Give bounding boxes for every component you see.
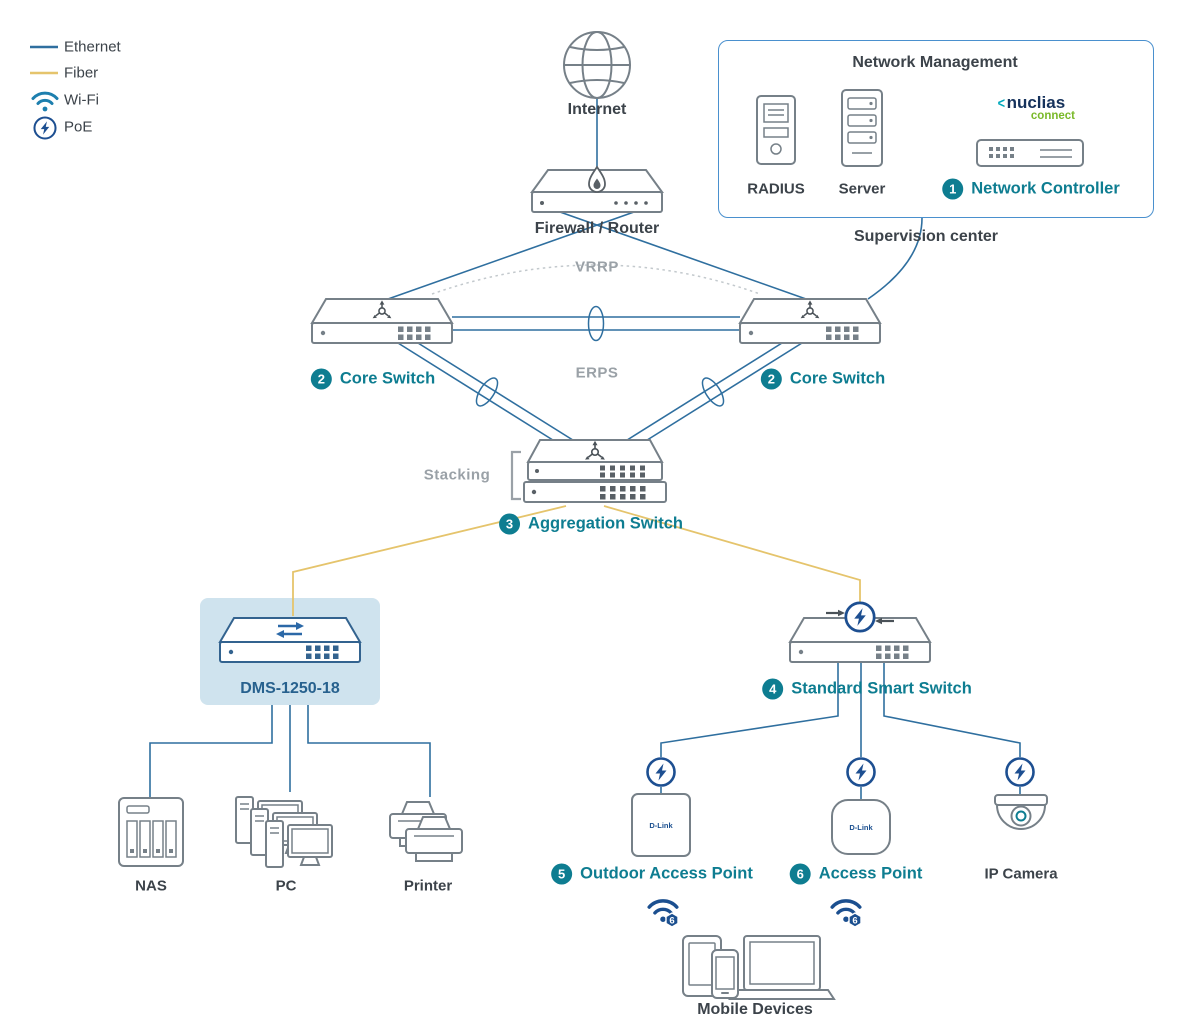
vrrp-dotted-link bbox=[431, 264, 761, 295]
pc-icon bbox=[235, 796, 333, 868]
node-label: Core Switch bbox=[789, 369, 886, 388]
network-controller-label: 1 Network Controller bbox=[942, 178, 1120, 200]
outdoor-access-point-label: 5 Outdoor Access Point bbox=[551, 863, 753, 885]
link-coreright-agg-1 bbox=[643, 342, 803, 443]
poe-icon-camera bbox=[1005, 757, 1035, 787]
mobile-devices-icon bbox=[682, 935, 836, 1000]
link-dms-nas bbox=[149, 705, 273, 797]
printer-icon bbox=[389, 801, 463, 862]
step-badge-2: 2 bbox=[310, 368, 332, 390]
link-coreleft-agg-1 bbox=[397, 342, 557, 443]
vrrp-label: VRRP bbox=[575, 258, 619, 276]
dlink-logo-text: D-Link bbox=[649, 821, 673, 830]
step-badge-6: 6 bbox=[789, 863, 811, 885]
step-badge-4: 4 bbox=[762, 678, 784, 700]
ethernet-links bbox=[149, 98, 1021, 799]
link-firewall-core-left bbox=[387, 211, 635, 300]
nas-label: NAS bbox=[135, 877, 167, 895]
radius-label: RADIUS bbox=[747, 180, 805, 198]
node-label: Network Controller bbox=[971, 179, 1120, 198]
poe-switch-arrows-icon bbox=[826, 609, 894, 625]
firewall-label: Firewall / Router bbox=[534, 220, 660, 237]
erps-label: ERPS bbox=[575, 364, 619, 382]
ip-camera-label: IP Camera bbox=[984, 865, 1058, 883]
stacking-label: Stacking bbox=[423, 466, 491, 484]
link-core-supervision bbox=[867, 217, 923, 300]
switching-arrows-icon bbox=[276, 622, 304, 638]
lag-ellipse-right bbox=[701, 377, 725, 407]
step-badge-1: 1 bbox=[942, 178, 964, 200]
dms-1250-18-label: DMS-1250-18 bbox=[240, 680, 340, 697]
core-switch-left-device bbox=[311, 298, 453, 344]
lag-ellipse-core bbox=[587, 305, 605, 342]
ip-camera-icon bbox=[994, 794, 1048, 830]
nuclias-connect-logo: < nuclias connect bbox=[981, 93, 1081, 122]
dlink-logo-text: D-Link bbox=[849, 823, 873, 832]
wifi-icon bbox=[31, 91, 59, 113]
link-agg-dms-fiber bbox=[292, 505, 567, 616]
standard-smart-switch-label: 4 Standard Smart Switch bbox=[762, 678, 972, 700]
step-badge-2: 2 bbox=[760, 368, 782, 390]
legend-label-poe: PoE bbox=[64, 118, 93, 136]
poe-icon bbox=[33, 116, 57, 140]
link-coreleft-agg-2 bbox=[417, 342, 577, 443]
poe-badge-icon bbox=[844, 601, 876, 633]
access-point-label: 6 Access Point bbox=[789, 863, 923, 885]
stacking-bracket bbox=[510, 450, 521, 501]
step-badge-3: 3 bbox=[499, 513, 521, 535]
wifi6-badge-text: 6 bbox=[669, 915, 674, 926]
smart-switch-device bbox=[789, 601, 931, 663]
radius-server-icon bbox=[756, 95, 796, 165]
dms-switch-device bbox=[219, 617, 361, 663]
nuclias-chevron-icon: < bbox=[997, 94, 1005, 112]
nuclias-wordmark: nuclias bbox=[1006, 93, 1066, 112]
network-management-title: Network Management bbox=[852, 54, 1018, 71]
link-smart-camera bbox=[883, 662, 1021, 757]
legend-label-ethernet: Ethernet bbox=[64, 38, 121, 56]
wifi6-badge-text: 6 bbox=[852, 915, 857, 926]
step-badge-5: 5 bbox=[551, 863, 573, 885]
nuclias-connect-text: connect bbox=[1030, 110, 1075, 122]
network-controller-device bbox=[976, 139, 1084, 167]
outdoor-ap-icon: D-Link bbox=[631, 793, 691, 857]
firewall-device bbox=[530, 165, 664, 213]
legend-icons bbox=[30, 45, 59, 140]
legend-label-wifi: Wi-Fi bbox=[64, 91, 99, 109]
core-switch-right-device bbox=[739, 298, 881, 344]
core-switch-right-label: 2 Core Switch bbox=[760, 368, 886, 390]
aggregation-switch-label: 3 Aggregation Switch bbox=[499, 513, 683, 535]
network-management-box bbox=[718, 40, 1154, 218]
printer-label: Printer bbox=[403, 877, 453, 895]
node-label: Access Point bbox=[818, 864, 923, 883]
node-label: Core Switch bbox=[339, 369, 436, 388]
node-label: Aggregation Switch bbox=[528, 514, 683, 533]
internet-label: Internet bbox=[567, 101, 627, 118]
nas-icon bbox=[118, 797, 184, 867]
internet-globe-icon bbox=[563, 31, 631, 99]
node-label: Standard Smart Switch bbox=[791, 679, 972, 698]
link-firewall-core-right bbox=[559, 211, 807, 300]
server-label: Server bbox=[838, 180, 886, 198]
lag-ellipses bbox=[475, 305, 725, 407]
wifi6-icon-right: 6 bbox=[830, 899, 862, 928]
supervision-center-label: Supervision center bbox=[853, 228, 999, 245]
core-switch-left-label: 2 Core Switch bbox=[310, 368, 436, 390]
node-label: Outdoor Access Point bbox=[580, 864, 753, 883]
server-icon bbox=[841, 89, 883, 167]
poe-icon-outdoorap bbox=[646, 757, 676, 787]
aggregation-switch-device bbox=[523, 439, 667, 503]
mobile-devices-label: Mobile Devices bbox=[697, 1001, 813, 1018]
poe-icon-ap bbox=[846, 757, 876, 787]
access-point-icon: D-Link bbox=[831, 799, 891, 855]
legend-label-fiber: Fiber bbox=[64, 64, 99, 82]
wifi6-icon-left: 6 bbox=[647, 899, 679, 928]
link-smart-outdoorap bbox=[660, 662, 839, 757]
link-dms-printer bbox=[307, 705, 431, 797]
lag-ellipse-left bbox=[475, 377, 499, 407]
link-coreright-agg-2 bbox=[623, 342, 783, 443]
pc-label: PC bbox=[275, 877, 297, 895]
